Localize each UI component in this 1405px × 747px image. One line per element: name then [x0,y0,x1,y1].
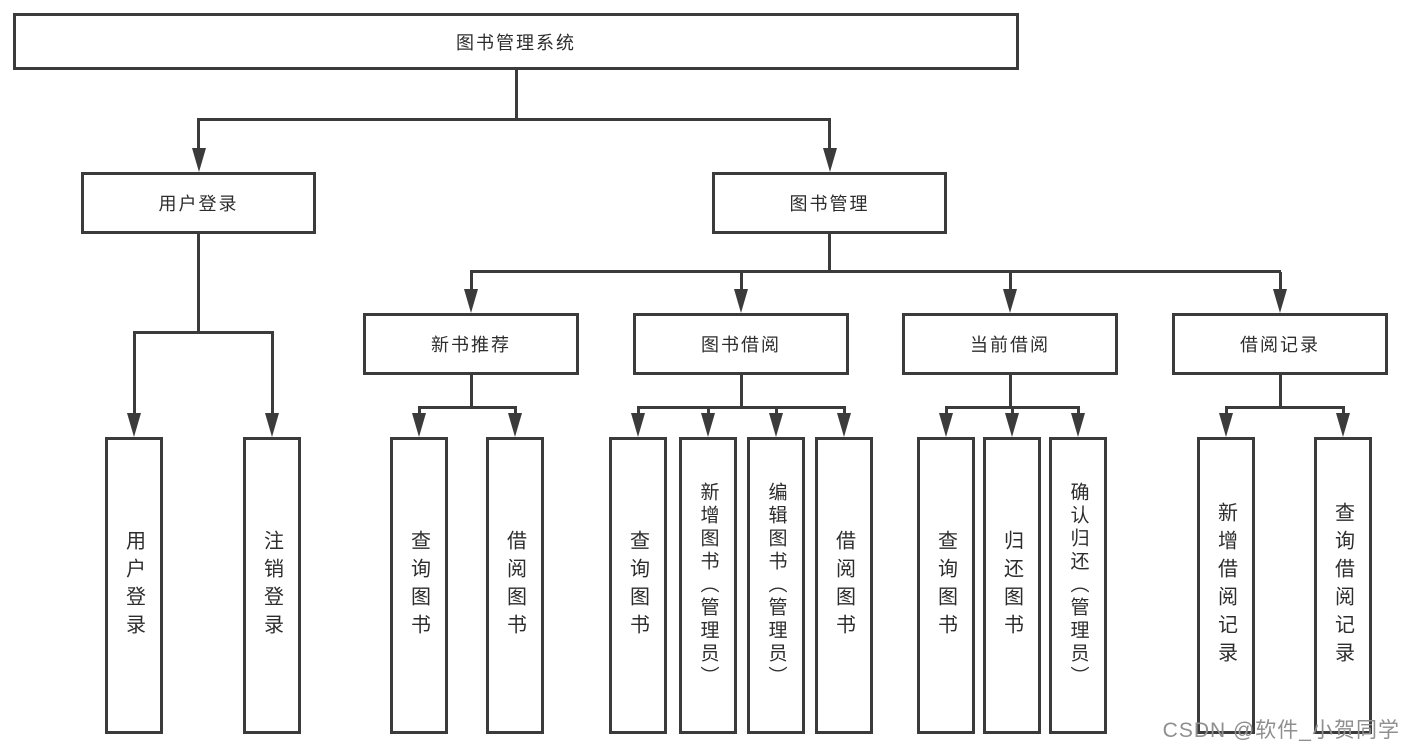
node-borrowing-records: 借阅记录 [1172,313,1388,375]
connector-rail [133,331,274,334]
connector-rail [1225,406,1345,409]
connector-drop [945,408,948,414]
node-book-management: 图书管理 [712,172,947,234]
connector-drop [418,408,421,414]
node-label: 借阅记录 [1240,335,1320,355]
connector-rail [637,406,846,409]
connector-drop [1342,408,1345,414]
node-label: 图书借阅 [701,335,781,355]
node-query-books-current: 查询图书 [917,437,975,734]
arrow-down-icon [734,289,748,313]
connector-rail [945,406,1080,409]
node-add-books-admin: 新增图书（管理员） [679,437,737,734]
arrow-down-icon [1005,413,1019,437]
arrow-down-icon [464,289,478,313]
node-label: 确认归还（管理员） [1067,482,1089,689]
node-label: 查询图书 [626,529,649,642]
node-label: 新增借阅记录 [1214,501,1237,670]
connector-drop [1011,408,1014,414]
connector-drop [843,408,846,414]
node-edit-books-admin: 编辑图书（管理员） [747,437,805,734]
connector-stub [470,375,473,408]
connector-rail [470,270,1281,273]
node-confirm-return-admin: 确认归还（管理员） [1049,437,1107,734]
node-user-login: 用户登录 [81,172,316,234]
node-user-login-leaf: 用户登录 [105,437,163,734]
node-label: 当前借阅 [970,335,1050,355]
connector-stub [1279,375,1282,408]
connector-drop [271,333,274,414]
arrow-down-icon [701,413,715,437]
node-label: 编辑图书（管理员） [765,482,787,689]
arrow-down-icon [823,148,837,172]
node-return-books: 归还图书 [983,437,1041,734]
connector-drop [1225,408,1228,414]
connector-drop [637,408,640,414]
connector-drop [707,408,710,414]
node-borrow-books-recommend: 借阅图书 [486,437,544,734]
arrow-down-icon [265,413,279,437]
node-label: 注销登录 [260,529,283,642]
node-new-book-recommend: 新书推荐 [363,313,579,375]
node-query-books-borrowing: 查询图书 [609,437,667,734]
connector-drop [1077,408,1080,414]
arrow-down-icon [1273,289,1287,313]
node-label: 查询图书 [934,529,957,642]
node-label: 借阅图书 [832,529,855,642]
arrow-down-icon [631,413,645,437]
node-library-management-system: 图书管理系统 [13,13,1019,70]
arrow-down-icon [412,413,426,437]
connector-drop [470,272,473,290]
node-label: 归还图书 [1000,529,1023,642]
node-label: 图书管理 [789,194,870,214]
node-query-borrow-record: 查询借阅记录 [1314,437,1372,734]
node-query-books-recommend: 查询图书 [390,437,448,734]
node-add-borrow-record: 新增借阅记录 [1197,437,1255,734]
connector-drop [1279,272,1282,290]
arrow-down-icon [127,413,141,437]
node-label: 用户登录 [158,194,239,214]
node-label: 查询图书 [407,529,430,642]
connector-root-stub [515,70,518,118]
connector-drop [133,333,136,414]
arrow-down-icon [1219,413,1233,437]
arrow-down-icon [769,413,783,437]
node-label: 用户登录 [122,529,145,642]
connector-stub [828,234,831,272]
node-label: 图书管理系统 [456,32,576,53]
arrow-down-icon [939,413,953,437]
connector-stub [740,375,743,408]
arrow-down-icon [1071,413,1085,437]
node-label: 新增图书（管理员） [697,482,719,689]
connector-stub [197,234,200,333]
node-label: 借阅图书 [503,529,526,642]
connector-rail [418,406,517,409]
node-label: 查询借阅记录 [1331,501,1354,670]
connector-drop [828,120,831,150]
connector-drop [514,408,517,414]
connector-drop [740,272,743,290]
node-book-borrowing: 图书借阅 [633,313,849,375]
arrow-down-icon [1336,413,1350,437]
arrow-down-icon [508,413,522,437]
arrow-down-icon [1003,289,1017,313]
node-current-borrowing: 当前借阅 [902,313,1118,375]
connector-drop [197,120,200,150]
connector-stub [1009,375,1012,408]
arrow-down-icon [192,148,206,172]
node-borrow-books: 借阅图书 [815,437,873,734]
csdn-watermark: CSDN @软件_小贺同学 [1162,719,1400,742]
connector-drop [775,408,778,414]
node-logout: 注销登录 [243,437,301,734]
node-label: 新书推荐 [431,335,511,355]
arrow-down-icon [837,413,851,437]
connector-drop [1009,272,1012,290]
connector-root-rail [197,118,831,121]
